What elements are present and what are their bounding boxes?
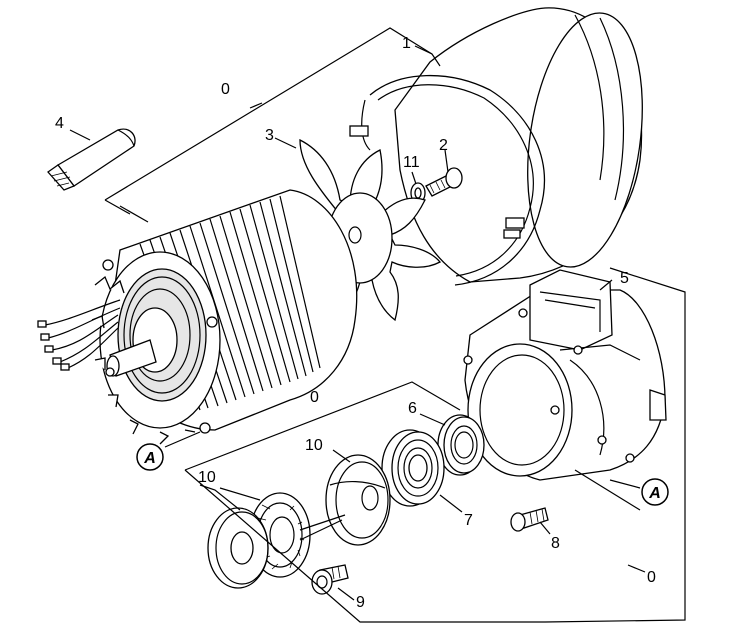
motor-stator [37, 189, 358, 445]
part-9-screw [311, 564, 349, 595]
part-4-grease-tube [47, 128, 136, 191]
callout-7: 7 [464, 512, 473, 529]
part-6-seal-ring [437, 414, 485, 476]
callout-6: 6 [408, 400, 417, 417]
reference-mark-a-left-label: A [143, 450, 156, 467]
callout-3: 3 [265, 127, 274, 144]
part-8-screw [510, 507, 549, 532]
callout-0-mid: 0 [310, 389, 319, 406]
callout-11: 11 [403, 154, 420, 171]
leader-lines [69, 27, 686, 623]
reference-mark-a-right-label: A [648, 485, 661, 502]
callout-0-top: 0 [221, 81, 230, 98]
callout-1: 1 [402, 35, 411, 52]
part-10-thrust-bearing [207, 492, 311, 589]
callout-2: 2 [439, 137, 448, 154]
part-1-motor-cover [349, 7, 643, 286]
part-10-bearing-cup [325, 454, 391, 546]
callout-9: 9 [356, 594, 365, 611]
callout-10-left: 10 [198, 469, 216, 486]
callout-4: 4 [55, 115, 64, 132]
part-7-bearing [381, 429, 445, 507]
part-5-gear-housing [463, 269, 667, 481]
callout-8: 8 [551, 535, 560, 552]
reference-mark-a-right: A [641, 478, 669, 506]
callout-10-mid: 10 [305, 437, 323, 454]
callout-labels: 0 1 2 3 4 5 6 7 8 9 10 10 11 0 0 [55, 35, 656, 611]
reference-mark-a-left: A [136, 443, 164, 471]
callout-5: 5 [620, 270, 629, 287]
part-2-screw [425, 167, 463, 197]
callout-0-bottom: 0 [647, 569, 656, 586]
